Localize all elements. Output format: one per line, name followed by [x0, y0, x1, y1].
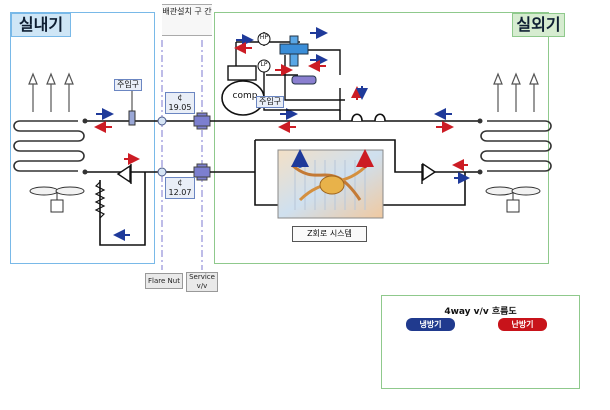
outdoor-check-valve — [421, 162, 437, 184]
legend-title: 4way v/v 흐름도 — [444, 307, 517, 317]
z-system-label: Z회로 시스템 — [292, 226, 367, 242]
flare-nut-label: Flare Nut — [145, 273, 183, 289]
outdoor-fan-icon — [485, 186, 541, 213]
capillary-tube — [94, 181, 106, 219]
heating-mode-label: 난방기 — [498, 318, 547, 331]
cooling-mode-label: 냉방기 — [406, 318, 455, 331]
indoor-inlet-valve — [128, 90, 136, 126]
service-valve-top — [193, 112, 211, 130]
indoor-airflow-arrows — [28, 72, 74, 112]
four-way-valve-legend: 4way v/v 흐름도 냉방기 난방기 — [381, 295, 580, 389]
four-way-valve — [279, 35, 317, 85]
service-valve-bottom — [193, 163, 211, 181]
outdoor-heat-exchanger-coil — [480, 120, 552, 172]
indoor-heat-exchanger-coil — [13, 120, 85, 172]
outdoor-airflow-arrows — [493, 72, 539, 112]
indoor-unit-title: 실내기 — [11, 13, 71, 37]
indoor-inlet-label: 주입구 — [114, 79, 142, 91]
outdoor-inlet-label: 주입구 — [256, 96, 284, 108]
outdoor-unit-zone: 실외기 — [214, 12, 565, 264]
lp-label: LP — [260, 61, 268, 68]
high-pressure-sensor — [257, 32, 271, 46]
compressor-label: comp — [232, 91, 258, 101]
indoor-check-valve — [116, 164, 132, 184]
low-pressure-sensor — [257, 59, 271, 73]
outdoor-unit-title: 실외기 — [512, 13, 565, 37]
z-circuit-heat-exchanger-image — [277, 149, 384, 219]
indoor-fan-icon — [29, 186, 85, 213]
indoor-unit-zone: 실내기 — [10, 12, 155, 264]
service-valve-label: Service v/v — [186, 272, 218, 292]
compressor-assembly — [221, 65, 265, 116]
hp-label: HP — [259, 34, 269, 41]
pipe-size-top: ¢ 19.05 — [165, 92, 195, 114]
piping-section-title: 배관설치 구 간 — [162, 4, 212, 36]
pipe-size-bottom: ¢ 12.07 — [165, 177, 195, 199]
